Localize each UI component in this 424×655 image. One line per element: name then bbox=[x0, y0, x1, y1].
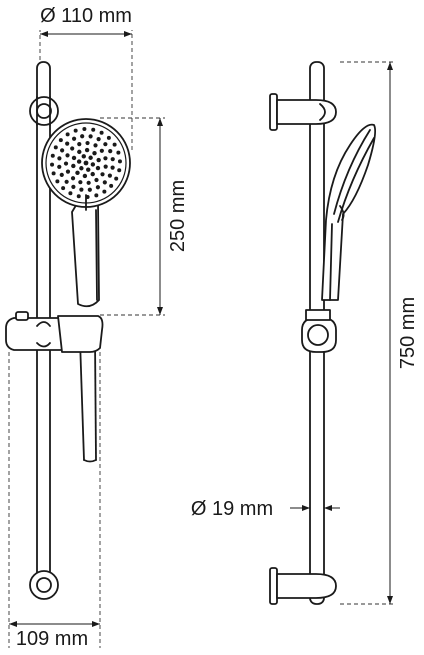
dimension-rail-length: 750 mm bbox=[387, 62, 419, 604]
nozzle-dot bbox=[68, 191, 73, 196]
label-bracket-projection: 109 mm bbox=[16, 628, 88, 650]
nozzle-dot bbox=[70, 176, 76, 181]
nozzle-dot bbox=[50, 153, 55, 158]
nozzle-dot bbox=[110, 165, 115, 170]
nozzle-dot bbox=[57, 164, 62, 169]
nozzle-dot bbox=[114, 176, 119, 181]
front-bottom-bracket bbox=[29, 570, 59, 600]
side-top-bracket bbox=[269, 93, 337, 131]
nozzle-dot bbox=[93, 143, 98, 148]
side-slider bbox=[301, 309, 337, 353]
dimension-rail-diameter: Ø 19 mm bbox=[191, 498, 340, 520]
nozzle-dot bbox=[116, 150, 121, 155]
nozzle-dot bbox=[102, 180, 107, 185]
nozzle-dot bbox=[103, 164, 108, 169]
nozzle-dot bbox=[71, 136, 77, 141]
nozzle-dot bbox=[117, 159, 122, 164]
nozzle-dot bbox=[79, 187, 84, 192]
nozzle-dot bbox=[108, 148, 113, 154]
nozzle-dot bbox=[99, 130, 104, 135]
nozzle-dot bbox=[86, 167, 91, 172]
nozzle-dot bbox=[91, 127, 96, 132]
front-handset-handle bbox=[71, 201, 100, 308]
dimension-bracket-projection: 109 mm bbox=[9, 621, 100, 650]
nozzle-dot bbox=[92, 150, 97, 156]
nozzle-dot bbox=[51, 171, 56, 176]
side-bottom-bracket bbox=[269, 567, 337, 605]
nozzle-dot bbox=[84, 147, 90, 153]
nozzle-dot bbox=[80, 134, 85, 139]
nozzle-dot bbox=[65, 141, 70, 146]
nozzle-dot bbox=[65, 169, 71, 174]
nozzle-dot bbox=[64, 179, 69, 184]
front-view bbox=[5, 30, 394, 648]
front-top-bracket bbox=[29, 96, 59, 126]
nozzle-dot bbox=[83, 160, 89, 166]
nozzle-dot bbox=[73, 128, 78, 133]
nozzle-dot bbox=[110, 157, 115, 162]
nozzle-dot bbox=[53, 145, 58, 150]
label-handset-length: 250 mm bbox=[167, 180, 189, 252]
nozzle-dot bbox=[82, 173, 88, 179]
nozzle-dot bbox=[106, 135, 111, 140]
front-extension-lines bbox=[8, 30, 394, 648]
nozzle-dot bbox=[88, 134, 93, 139]
nozzle-dot bbox=[96, 137, 101, 142]
nozzle-dot bbox=[61, 186, 66, 191]
nozzle-dot bbox=[71, 155, 77, 161]
nozzle-dot bbox=[100, 172, 105, 177]
nozzle-dot bbox=[65, 132, 70, 137]
nozzle-dot bbox=[86, 180, 91, 185]
front-hose bbox=[79, 339, 97, 463]
nozzle-dot bbox=[102, 189, 107, 194]
side-handset bbox=[321, 123, 377, 301]
nozzle-dot bbox=[117, 168, 122, 173]
nozzle-dot bbox=[103, 156, 108, 161]
nozzle-dot bbox=[58, 138, 63, 143]
nozzle-dot bbox=[60, 148, 65, 153]
nozzle-dot bbox=[112, 142, 117, 147]
side-view bbox=[269, 61, 377, 605]
label-rail-diameter: Ø 19 mm bbox=[191, 498, 273, 520]
nozzle-dot bbox=[90, 171, 95, 177]
nozzle-dot bbox=[81, 154, 86, 159]
nozzle-dot bbox=[57, 156, 62, 161]
nozzle-dot bbox=[76, 194, 81, 199]
nozzle-dot bbox=[107, 173, 112, 178]
nozzle-dot bbox=[94, 193, 99, 198]
nozzle-dot bbox=[71, 163, 76, 169]
nozzle-dot bbox=[77, 149, 82, 155]
label-rail-length: 750 mm bbox=[397, 297, 419, 369]
nozzle-dot bbox=[63, 161, 69, 166]
nozzle-dot bbox=[99, 148, 104, 153]
nozzle-dot bbox=[79, 166, 84, 171]
nozzle-dot bbox=[94, 177, 99, 183]
nozzle-dot bbox=[78, 180, 83, 185]
front-shower-head bbox=[41, 118, 131, 211]
nozzle-dot bbox=[70, 146, 75, 151]
nozzle-dot bbox=[85, 140, 90, 146]
dimension-handset-length: 250 mm bbox=[157, 118, 189, 315]
nozzle-dot bbox=[88, 155, 93, 160]
nozzle-dot bbox=[65, 153, 70, 158]
label-head-diameter: Ø 110 mm bbox=[40, 5, 132, 27]
nozzle-dot bbox=[55, 179, 60, 184]
nozzle-dot bbox=[76, 159, 82, 164]
nozzle-dot bbox=[95, 185, 101, 190]
nozzle-dot bbox=[50, 162, 55, 167]
nozzle-dot bbox=[75, 170, 80, 176]
nozzle-dot bbox=[82, 127, 87, 132]
nozzle-dot bbox=[109, 183, 114, 188]
dimension-head-diameter: Ø 110 mm bbox=[40, 5, 132, 37]
nozzle-dot bbox=[71, 184, 76, 189]
nozzle-dot bbox=[95, 165, 101, 171]
nozzle-dot bbox=[87, 187, 92, 192]
nozzle-dot bbox=[77, 142, 82, 147]
front-slider bbox=[5, 311, 104, 353]
nozzle-dot bbox=[59, 172, 64, 178]
nozzle-dot bbox=[96, 157, 101, 163]
nozzle-dot bbox=[103, 142, 108, 147]
nozzle-dot bbox=[90, 162, 96, 167]
